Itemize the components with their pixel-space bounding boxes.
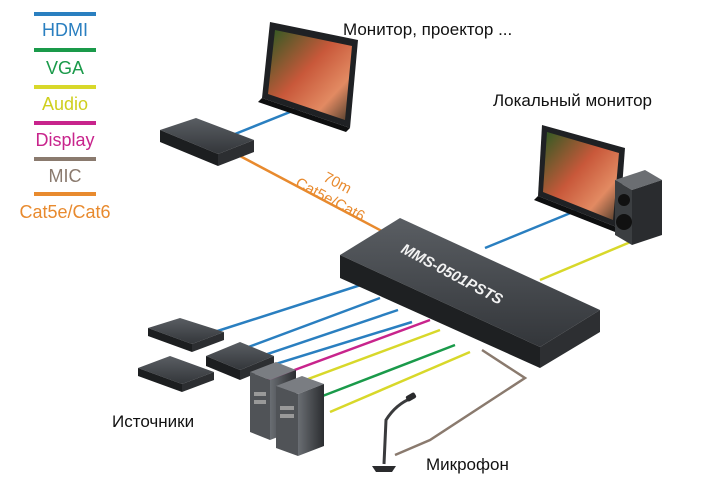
source-box-3 (206, 342, 274, 380)
audio-cable-source-1 (299, 328, 441, 384)
legend: HDMI VGA Audio Display MIC Cat5e/Cat6 (19, 12, 111, 222)
legend-item-vga: VGA (34, 48, 96, 78)
drive-bay-icon (254, 400, 266, 404)
caption-local-monitor: Локальный монитор (493, 91, 652, 110)
extender-receiver (160, 118, 254, 166)
hdmi-cable-source-2 (234, 296, 381, 354)
hdmi-cable-source-1 (204, 280, 371, 337)
legend-label-mic: MIC (49, 166, 82, 186)
legend-item-display: Display (34, 121, 96, 150)
source-box-1 (148, 318, 224, 352)
audio-cable-source-2 (329, 350, 471, 414)
mic-base-icon (372, 466, 396, 472)
drive-bay-icon (280, 406, 294, 410)
mic-cable (394, 348, 528, 457)
pc-tower-2 (276, 376, 324, 456)
legend-item-hdmi: HDMI (34, 12, 96, 40)
legend-label-display: Display (35, 130, 94, 150)
legend-label-vga: VGA (46, 58, 84, 78)
cable-length-label: 70m Cat5e/Cat6 (293, 169, 368, 225)
speaker (615, 170, 662, 245)
audio-cable-speaker (539, 236, 641, 282)
legend-item-mic: MIC (34, 157, 96, 186)
caption-sources: Источники (112, 412, 194, 431)
microphone (372, 392, 417, 472)
hdmi-cable-remote-monitor (224, 106, 301, 140)
legend-label-cat: Cat5e/Cat6 (19, 202, 110, 222)
caption-monitor-projector: Монитор, проектор ... (343, 20, 512, 39)
remote-monitor (258, 22, 358, 132)
vga-cable-source-1 (319, 343, 456, 399)
legend-item-cat: Cat5e/Cat6 (19, 192, 111, 222)
source-box-2 (138, 356, 214, 392)
mic-head-icon (405, 392, 417, 402)
local-monitor (534, 125, 625, 232)
caption-microphone: Микрофон (426, 455, 509, 474)
drive-bay-icon (280, 414, 294, 418)
cables (204, 106, 641, 457)
speaker-woofer-icon (616, 214, 632, 230)
legend-item-audio: Audio (34, 85, 96, 114)
speaker-tweeter-icon (618, 194, 630, 206)
legend-label-hdmi: HDMI (42, 20, 88, 40)
drive-bay-icon (254, 392, 266, 396)
legend-label-audio: Audio (42, 94, 88, 114)
main-switcher-device: MMS-0501PSTS (340, 218, 600, 368)
cat-cable (239, 154, 396, 240)
